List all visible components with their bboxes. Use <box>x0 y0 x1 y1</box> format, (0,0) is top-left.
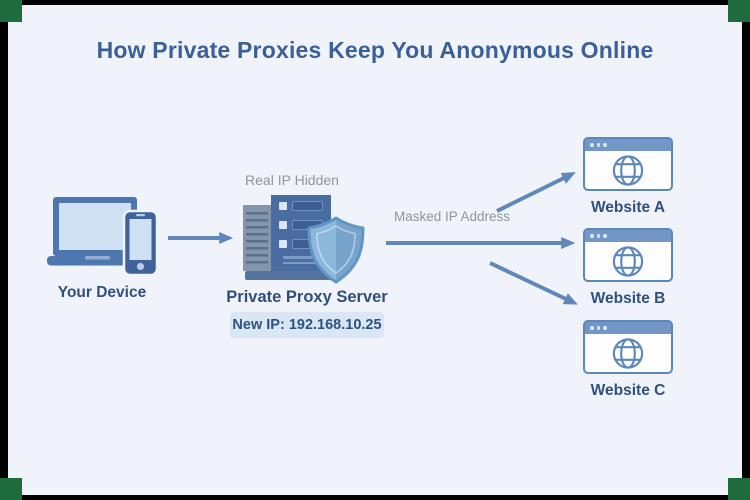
website-b-label: Website B <box>590 290 666 307</box>
corner-marker-top-left <box>0 0 22 22</box>
server-vents <box>246 212 268 264</box>
new-ip-badge: New IP: 192.168.10.25 <box>230 312 384 338</box>
globe-icon <box>611 242 646 280</box>
page-title: How Private Proxies Keep You Anonymous O… <box>96 37 654 63</box>
masked-ip-label: Masked IP Address <box>393 209 511 224</box>
smartphone-icon <box>122 209 159 277</box>
browser-titlebar <box>585 139 671 151</box>
real-ip-hidden-label: Real IP Hidden <box>245 172 339 188</box>
corner-marker-bottom-right <box>728 478 750 500</box>
corner-marker-top-right <box>728 0 750 22</box>
website-a-window <box>583 137 673 191</box>
corner-marker-bottom-left <box>0 478 22 500</box>
device-label: Your Device <box>57 284 147 301</box>
browser-titlebar <box>585 322 671 334</box>
globe-icon <box>611 334 646 372</box>
website-b-window <box>583 228 673 282</box>
proxy-server-icon <box>238 194 378 288</box>
arrow-proxy-to-website-c <box>489 261 578 305</box>
server-tower-left <box>243 205 271 271</box>
proxy-server-label: Private Proxy Server <box>226 288 388 306</box>
arrow-proxy-to-website-a <box>496 172 576 213</box>
globe-icon <box>611 151 646 189</box>
website-c-window <box>583 320 673 374</box>
laptop-icon <box>47 197 148 266</box>
website-a-label: Website A <box>590 199 666 216</box>
browser-titlebar <box>585 230 671 242</box>
website-c-label: Website C <box>590 382 666 399</box>
shield-icon <box>307 216 365 284</box>
server-base <box>245 271 340 280</box>
device-icons <box>47 197 159 277</box>
